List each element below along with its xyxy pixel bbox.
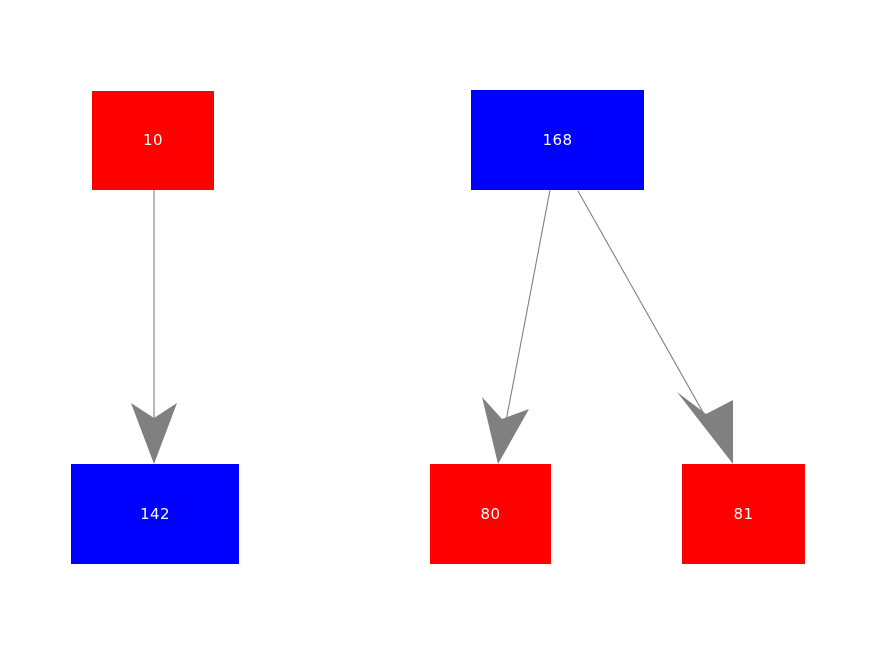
graph-node-80[interactable]: 80: [430, 464, 551, 564]
node-label: 81: [733, 504, 754, 523]
graph-node-81[interactable]: 81: [682, 464, 805, 564]
arrowhead-icon: [677, 392, 733, 464]
edge-line: [502, 189, 551, 438]
graph-node-168[interactable]: 168: [471, 90, 644, 190]
node-label: 80: [480, 504, 501, 523]
edge-10-to-142[interactable]: [131, 190, 177, 464]
edge-168-to-81[interactable]: [577, 190, 733, 464]
edge-line: [577, 190, 714, 431]
node-label: 142: [140, 504, 170, 523]
node-label: 168: [542, 130, 573, 149]
arrowhead-icon: [131, 403, 177, 464]
edge-168-to-80[interactable]: [482, 189, 551, 464]
arrowhead-icon: [482, 397, 529, 464]
graph-node-10[interactable]: 10: [92, 91, 214, 190]
node-label: 10: [143, 131, 163, 149]
graph-node-142[interactable]: 142: [71, 464, 239, 564]
